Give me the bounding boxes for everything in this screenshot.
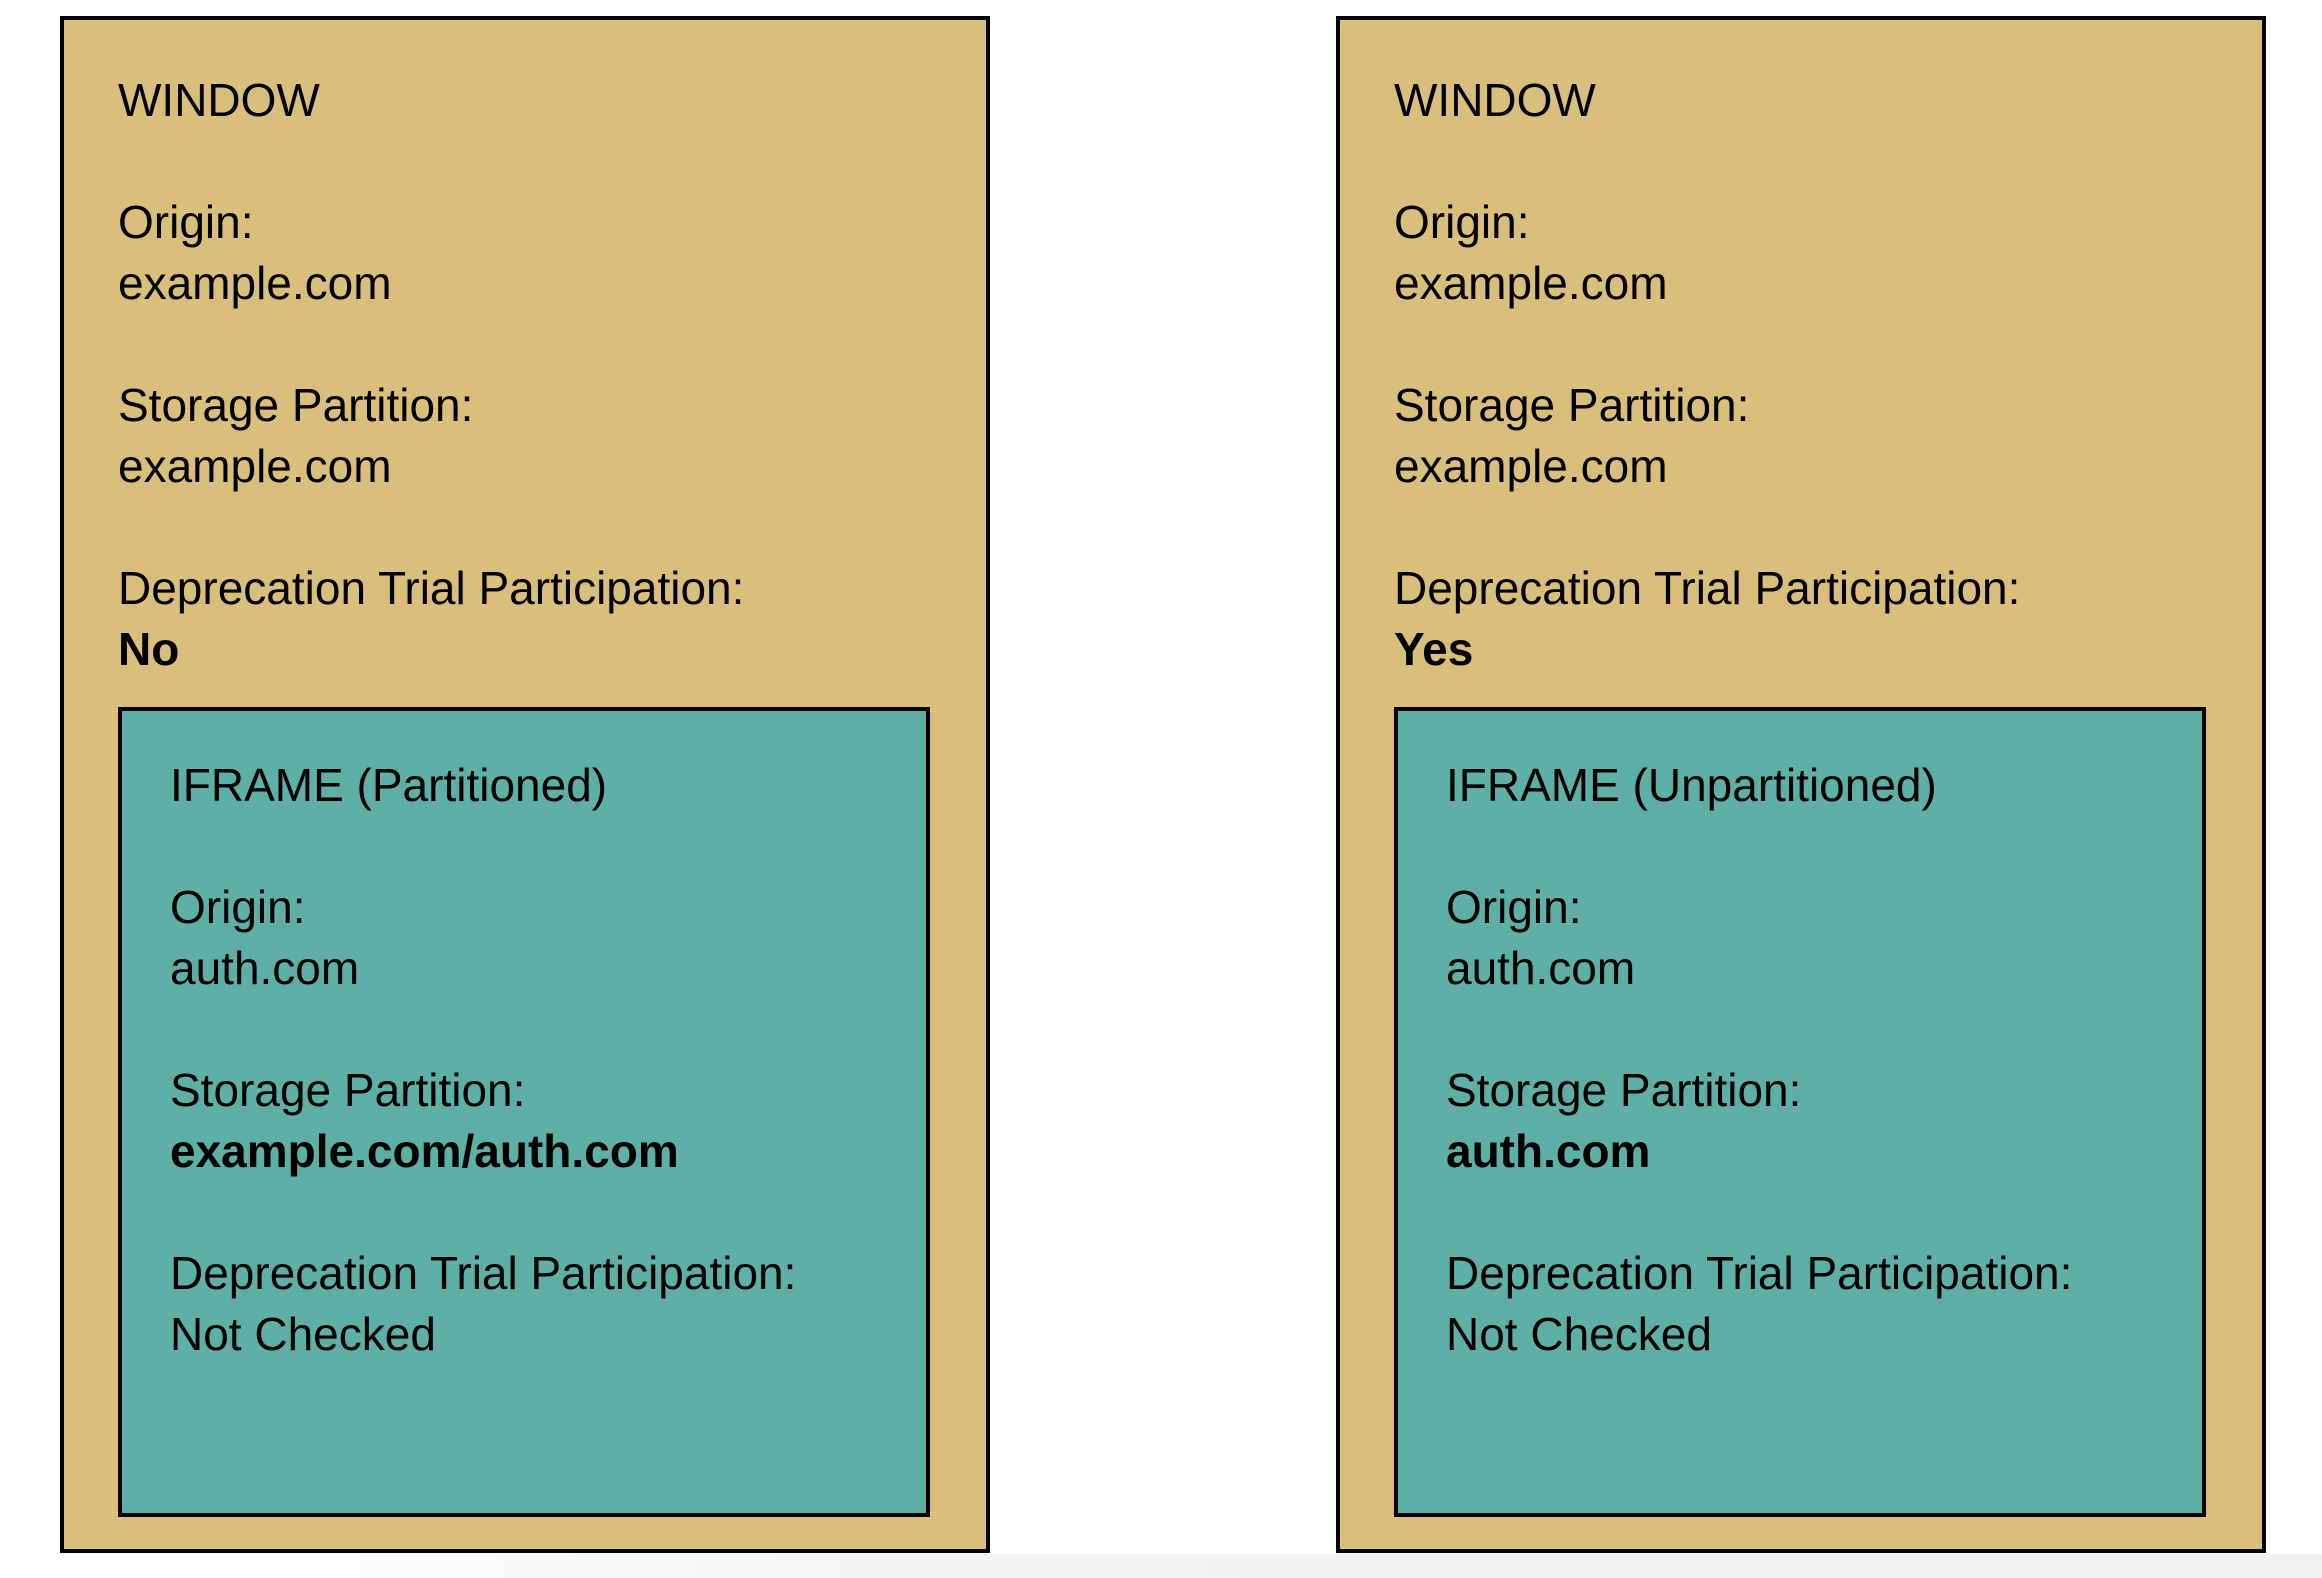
storage-partition-label: Storage Partition: (1394, 379, 1750, 431)
page-bottom-strip (0, 1554, 2322, 1578)
storage-partition-value: example.com (1394, 440, 1668, 492)
spacer (1446, 816, 2158, 877)
iframe-box-unpartitioned: IFRAME (Unpartitioned) Origin: auth.com … (1394, 707, 2206, 1517)
spacer (1446, 999, 2158, 1060)
origin-value: example.com (118, 257, 392, 309)
spacer (1394, 497, 2212, 558)
spacer (1446, 1182, 2158, 1243)
iframe-box-partitioned: IFRAME (Partitioned) Origin: auth.com St… (118, 707, 930, 1517)
iframe-deprecation-trial-label: Deprecation Trial Participation: (1446, 1247, 2073, 1299)
deprecation-trial-value: Yes (1394, 623, 1474, 675)
deprecation-trial-label: Deprecation Trial Participation: (1394, 562, 2021, 614)
iframe-storage-partition-value: example.com/auth.com (170, 1125, 679, 1177)
spacer (170, 816, 882, 877)
storage-partition-value: example.com (118, 440, 392, 492)
iframe-origin-value: auth.com (1446, 942, 1636, 994)
spacer (170, 999, 882, 1060)
iframe-deprecation-trial-value: Not Checked (170, 1308, 436, 1360)
spacer (118, 497, 936, 558)
iframe-storage-partition-label: Storage Partition: (1446, 1064, 1802, 1116)
iframe-storage-partition-value: auth.com (1446, 1125, 1651, 1177)
iframe-origin-label: Origin: (1446, 881, 1582, 933)
iframe-origin-label: Origin: (170, 881, 306, 933)
origin-label: Origin: (118, 196, 254, 248)
iframe-origin-value: auth.com (170, 942, 360, 994)
spacer (1394, 314, 2212, 375)
iframe-deprecation-trial-value: Not Checked (1446, 1308, 1712, 1360)
spacer (118, 314, 936, 375)
window-title: WINDOW (1394, 74, 1596, 126)
storage-partition-label: Storage Partition: (118, 379, 474, 431)
spacer (170, 1182, 882, 1243)
window-box-right: WINDOW Origin: example.com Storage Parti… (1336, 16, 2266, 1553)
iframe-storage-partition-label: Storage Partition: (170, 1064, 526, 1116)
iframe-deprecation-trial-label: Deprecation Trial Participation: (170, 1247, 797, 1299)
spacer (1394, 131, 2212, 192)
origin-label: Origin: (1394, 196, 1530, 248)
iframe-title: IFRAME (Partitioned) (170, 759, 608, 811)
spacer (118, 131, 936, 192)
origin-value: example.com (1394, 257, 1668, 309)
window-title: WINDOW (118, 74, 320, 126)
iframe-title: IFRAME (Unpartitioned) (1446, 759, 1937, 811)
deprecation-trial-value: No (118, 623, 180, 675)
deprecation-trial-label: Deprecation Trial Participation: (118, 562, 745, 614)
window-box-left: WINDOW Origin: example.com Storage Parti… (60, 16, 990, 1553)
